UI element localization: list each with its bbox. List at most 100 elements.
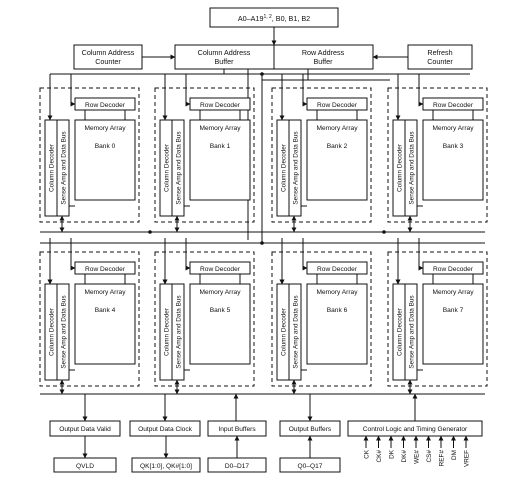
bank-7-memory-array [422, 283, 484, 365]
output-pin-3-label: Q0–Q17 [298, 463, 323, 470]
bank-4-sense-amp-label: Sense Amp and Data Bus [61, 295, 68, 368]
bank-1-column-decoder-label: Column Decoder [164, 143, 171, 192]
output-pin-1 [131, 457, 201, 473]
output-pin-2 [207, 457, 267, 473]
bank-0-name: Bank 0 [95, 143, 116, 150]
bank-3-name: Bank 3 [443, 143, 464, 150]
bank-2-column-decoder-label: Column Decoder [281, 143, 288, 192]
bank-0-row-decoder-label: Row Decoder [85, 102, 126, 109]
control-pin-dm: DM [451, 450, 458, 460]
bank-0-memory-array [74, 119, 136, 201]
control-pin-dk: DK [389, 449, 396, 459]
bank-5-memory-array [189, 283, 251, 365]
bank-1-name: Bank 1 [210, 143, 231, 150]
address-input-label: A0–A191, 2, B0, B1, B2 [238, 14, 310, 23]
bank-1-memory-array [189, 119, 251, 201]
bank-0-memory-array-label: Memory Array [84, 125, 126, 132]
bank-6-memory-array [306, 283, 368, 365]
bank-3-row-decoder-label: Row Decoder [433, 102, 474, 109]
bank-3-outline [387, 87, 488, 223]
refresh-counter-line1: Refresh [427, 48, 452, 57]
output-pin-1-label: QK[1:0], QK#[1:0] [140, 463, 192, 470]
bank-2-memory-array [306, 119, 368, 201]
bank-7-memory-array-label: Memory Array [432, 289, 474, 296]
bank-1-row-decoder-label: Row Decoder [200, 102, 241, 109]
bank-6-memory-array-label: Memory Array [316, 289, 358, 296]
bank-1-memory-array-label: Memory Array [199, 125, 241, 132]
central-bus [40, 74, 485, 245]
bank-6-sense-amp-label: Sense Amp and Data Bus [293, 295, 300, 368]
column-address-buffer [174, 44, 275, 70]
bank-5-column-decoder-label: Column Decoder [164, 307, 171, 356]
row-address-buffer-line2: Buffer [313, 57, 333, 66]
bank-7-sense-amp-label: Sense Amp and Data Bus [409, 295, 416, 368]
row-address-buffer-line1: Row Address [302, 48, 345, 57]
bank-7-name: Bank 7 [443, 307, 464, 314]
output-pin-2-label: D0–D17 [225, 463, 250, 470]
bank-2-outline [271, 87, 372, 223]
output-pin-0-label: QVLD [76, 463, 94, 470]
bank-7-column-decoder-label: Column Decoder [397, 307, 404, 356]
bottom-layer: Output Data Valid Output Data Clock Input … [49, 420, 483, 473]
control-pin-dk-n: DK# [401, 450, 408, 463]
bottom-block-1 [129, 420, 201, 437]
bank-4-memory-array-label: Memory Array [84, 289, 126, 296]
output-pin-3 [279, 457, 341, 473]
column-address-counter-line2: Counter [95, 57, 121, 66]
bank-6-row-decoder-label: Row Decoder [317, 266, 358, 273]
column-address-counter-line1: Column Address [82, 48, 135, 57]
bank-address-drops [49, 74, 420, 252]
bank-2-name: Bank 2 [327, 143, 348, 150]
bottom-block-1-label: Output Data Clock [138, 426, 193, 433]
bank-2-sense-amp-label: Sense Amp and Data Bus [293, 131, 300, 204]
bank-1-sense-amp-label: Sense Amp and Data Bus [176, 131, 183, 204]
bank-5-outline [154, 251, 255, 387]
row-address-buffer [273, 44, 374, 70]
control-pin-ref-n: REF# [439, 450, 446, 467]
bank-7-row-decoder-label: Row Decoder [433, 266, 474, 273]
refresh-counter-line2: Counter [427, 57, 453, 66]
column-address-buffer-line2: Buffer [214, 57, 234, 66]
control-pin-vref: VREF [464, 450, 471, 467]
data-bus [40, 393, 485, 422]
bank-0-outline [39, 87, 140, 223]
refresh-counter [407, 44, 473, 70]
bank-2-row-decoder-label: Row Decoder [317, 102, 358, 109]
control-pin-ck: CK [364, 449, 371, 459]
bank-0-column-decoder-label: Column Decoder [49, 143, 56, 192]
bank-4-outline [39, 251, 140, 387]
bottom-block-3-label: Output Buffers [289, 426, 332, 433]
bank-6-column-decoder-label: Column Decoder [281, 307, 288, 356]
bank-1-outline [154, 87, 255, 223]
control-pin-we-n: WE# [414, 450, 421, 464]
bank-2-memory-array-label: Memory Array [316, 125, 358, 132]
bank-5-sense-amp-label: Sense Amp and Data Bus [176, 295, 183, 368]
bank-4-name: Bank 4 [95, 307, 116, 314]
bank-3-column-decoder-label: Column Decoder [397, 143, 404, 192]
bank-4-memory-array [74, 283, 136, 365]
bottom-block-2-label: Input Buffers [218, 426, 256, 433]
bank-4-row-decoder-label: Row Decoder [85, 266, 126, 273]
bank-5-memory-array-label: Memory Array [199, 289, 241, 296]
bank-3-memory-array [422, 119, 484, 201]
bank-3-sense-amp-label: Sense Amp and Data Bus [409, 131, 416, 204]
column-address-buffer-line1: Column Address [198, 48, 251, 57]
bank-5-row-decoder-label: Row Decoder [200, 266, 241, 273]
bank-4-column-decoder-label: Column Decoder [49, 307, 56, 356]
control-pin-cs-n: CS# [426, 450, 433, 463]
column-address-counter [73, 44, 143, 70]
bank-6-outline [271, 251, 372, 387]
bank-6-name: Bank 6 [327, 307, 348, 314]
output-pin-0 [53, 457, 117, 473]
bottom-block-0-label: Output Data Valid [59, 426, 111, 433]
bank-7-outline [387, 251, 488, 387]
